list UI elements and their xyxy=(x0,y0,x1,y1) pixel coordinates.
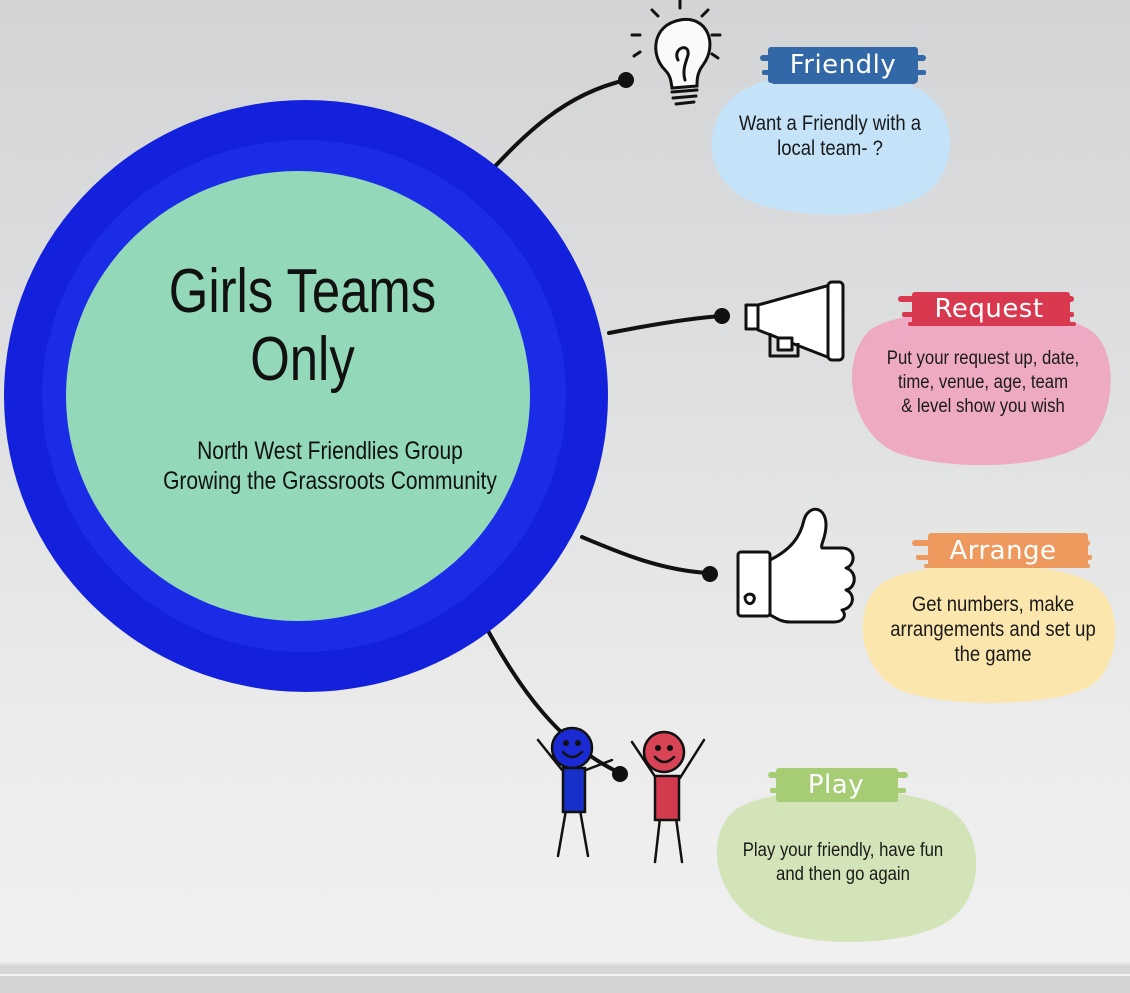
connector-dot xyxy=(714,308,730,324)
play-label-bg xyxy=(768,768,908,802)
play-description: Play your friendly, have fun and then go… xyxy=(728,839,959,887)
play-blob xyxy=(716,789,977,943)
hub-subtitle-line1: North West Friendlies Group xyxy=(197,437,463,465)
request-label-bg xyxy=(898,292,1076,326)
connector-dot xyxy=(612,766,628,782)
hub-fill xyxy=(66,171,530,621)
thumbs-up-icon xyxy=(736,507,856,624)
arrange-text-line: Get numbers, make xyxy=(911,593,1075,616)
friendly-text-line: local team- ? xyxy=(777,137,883,160)
friendly-description: Want a Friendly with a local team- ? xyxy=(724,111,935,161)
friendly-blob xyxy=(711,71,950,215)
connector-play xyxy=(484,625,622,775)
friendly-text-line: Want a Friendly with a xyxy=(738,112,922,135)
stick-figures-icon xyxy=(536,726,706,864)
request-text-line: Put your request up, date, xyxy=(886,348,1080,369)
connector-arrange xyxy=(580,535,710,575)
request-text-line: time, venue, age, team xyxy=(897,372,1069,393)
request-description: Put your request up, date, time, venue, … xyxy=(873,347,1093,419)
arrange-text-line: the game xyxy=(954,643,1032,666)
hub-title: Girls Teams Only xyxy=(153,258,452,394)
arrange-label-bg xyxy=(912,533,1092,568)
hub-subtitle-line2: Growing the Grassroots Community xyxy=(163,467,497,495)
lightbulb-icon xyxy=(630,0,722,106)
connectors xyxy=(482,78,724,775)
hub-title-line1: Girls Teams xyxy=(168,257,437,326)
request-text-line: & level show you wish xyxy=(901,396,1065,417)
friendly-label-bg xyxy=(760,47,926,84)
request-label: Request xyxy=(934,294,1044,324)
arrange-description: Get numbers, make arrangements and set u… xyxy=(883,592,1103,667)
play-label: Play xyxy=(807,770,865,800)
megaphone-icon xyxy=(744,280,845,362)
bottom-strip xyxy=(0,974,1130,993)
play-text-line: Play your friendly, have fun xyxy=(742,840,944,861)
connector-dot xyxy=(618,72,634,88)
hub-title-line2: Only xyxy=(250,325,355,394)
connector-request xyxy=(607,314,724,335)
play-text-line: and then go again xyxy=(776,864,910,885)
connector-friendly xyxy=(482,78,628,180)
arrange-label: Arrange xyxy=(949,536,1057,566)
connector-dot xyxy=(702,566,718,582)
arrange-text-line: arrangements and set up xyxy=(890,618,1096,641)
connector-dots xyxy=(612,72,730,782)
friendly-label: Friendly xyxy=(789,50,897,80)
hub-circle xyxy=(4,100,608,692)
arrange-blob xyxy=(862,564,1116,703)
request-blob xyxy=(851,309,1111,466)
